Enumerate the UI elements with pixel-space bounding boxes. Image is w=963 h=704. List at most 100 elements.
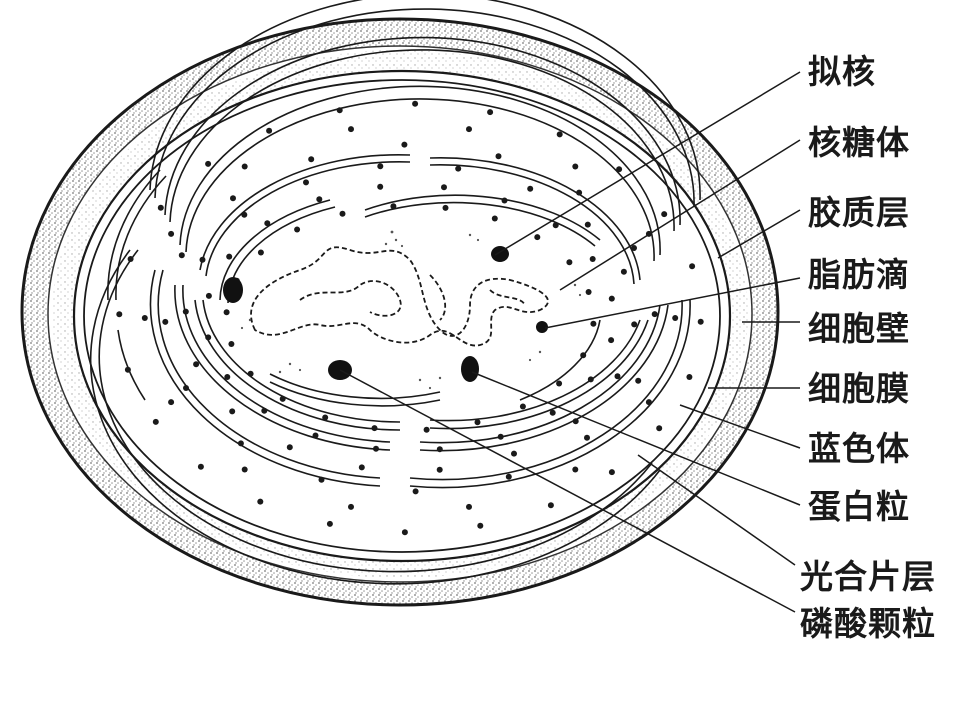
ribosome-dot (436, 466, 443, 473)
photosynthetic-lamellae (89, 0, 701, 585)
ribosome-dot (241, 211, 248, 218)
ribosome-dot (552, 222, 559, 229)
ribosome-dot (576, 189, 583, 196)
ribosome-dot (401, 529, 408, 536)
ribosome-dot (199, 256, 206, 263)
ribosome-dot (257, 498, 264, 505)
ribosome-dot (616, 166, 623, 173)
ribosome-dot (152, 418, 159, 425)
ribosome-dot (497, 433, 504, 440)
ribosome-dot (697, 318, 704, 325)
nucleoid-speckles (240, 230, 582, 390)
ribosome-dot (590, 320, 597, 327)
ribosome-dot (495, 153, 502, 160)
label-cell-wall: 细胞壁 (808, 309, 910, 348)
leader-line-phosphate-granule (339, 369, 796, 613)
ribosome-dot (261, 407, 268, 414)
label-ribosome: 核糖体 (808, 123, 910, 162)
ribosome-dot (534, 234, 541, 241)
ribosome-dot (162, 318, 169, 325)
ribosome-dot (157, 204, 164, 211)
ribosome-dot (348, 126, 354, 133)
ribosome-dot (442, 204, 449, 211)
ribosome-dot (466, 126, 472, 133)
nucleoid (250, 246, 549, 347)
ribosome-dot (608, 337, 615, 344)
ribosome-dot (491, 215, 498, 222)
ribosome-dot (572, 418, 579, 425)
ribosome-dot (373, 445, 379, 452)
ribosome-dot (566, 259, 573, 266)
ribosome-dot (549, 409, 556, 416)
ribosome-dot (651, 311, 658, 318)
ribosome-dot (286, 444, 293, 451)
ribosome-dot (312, 432, 319, 439)
ribosome-dot (631, 245, 637, 251)
ribosome-dot (377, 163, 384, 170)
ribosome-dot (441, 184, 447, 191)
leader-line-ribosome (559, 139, 801, 291)
ribosome-dot (614, 373, 621, 380)
ribosome-dots (116, 100, 704, 536)
ribosome-dot (318, 476, 325, 483)
ribosome-dot (224, 374, 231, 380)
ribosome-dot (371, 425, 378, 432)
ribosome-dot (116, 311, 123, 318)
ribosome-dot (205, 160, 212, 167)
label-photosynthetic-lamellae: 光合片层 (800, 557, 936, 596)
ribosome-dot (168, 399, 175, 406)
ribosome-dot (672, 315, 679, 321)
label-protein-granule: 蛋白粒 (808, 487, 910, 526)
ribosome-dot (511, 450, 517, 457)
ribosome-dot (182, 308, 189, 315)
ribosome-dot (358, 464, 365, 471)
ribosome-dot (477, 522, 484, 529)
ribosome-dot (501, 197, 508, 204)
ribosome-dot (193, 361, 200, 368)
ribosome-dot (556, 131, 563, 138)
ribosome-dot (294, 226, 301, 233)
ribosome-dot (303, 179, 309, 186)
ribosome-dot (241, 163, 248, 170)
ribosome-dot (635, 377, 642, 384)
label-phosphate-granule: 磷酸颗粒 (800, 604, 936, 643)
ribosome-dot (585, 289, 592, 295)
leader-line-photosynthetic-lamellae (637, 454, 796, 566)
cell-wall (52, 50, 748, 578)
ribosome-dot (572, 163, 579, 170)
ribosome-dot (336, 107, 343, 114)
ribosome-dot (348, 503, 354, 510)
ribosome-dot (656, 425, 663, 432)
ribosome-dot (237, 440, 244, 447)
ribosome-dot (455, 165, 462, 172)
ribosome-dot (141, 315, 148, 321)
ribosome-dot (547, 502, 554, 509)
ribosome-dot (556, 380, 563, 387)
label-lipid-droplet: 脂肪滴 (808, 255, 910, 294)
ribosome-dot (487, 109, 494, 116)
ribosome-dot (264, 220, 271, 227)
ribosome-dot (519, 403, 526, 410)
granule (461, 356, 479, 382)
ribosome-dot (322, 414, 329, 421)
ribosome-dot (124, 366, 131, 373)
ribosome-dot (527, 185, 534, 192)
ribosome-dot (620, 268, 627, 275)
ribosome-dot (661, 211, 668, 218)
ribosome-dot (266, 127, 273, 134)
ribosome-dot (572, 466, 579, 473)
leader-line-lipid-droplet (544, 277, 801, 329)
leader-line-glial-layer (717, 209, 801, 259)
ribosome-dot (466, 503, 472, 510)
ribosome-dot (226, 253, 233, 260)
ribosome-dot (230, 195, 236, 202)
leader-line-protein-granule (471, 371, 801, 506)
ribosome-dot (423, 426, 430, 433)
leader-line-nucleoid (494, 71, 801, 256)
ribosome-dot (587, 376, 594, 383)
ribosome-dot (168, 230, 175, 237)
ribosome-dot (241, 466, 248, 473)
ribosome-dot (401, 141, 408, 148)
